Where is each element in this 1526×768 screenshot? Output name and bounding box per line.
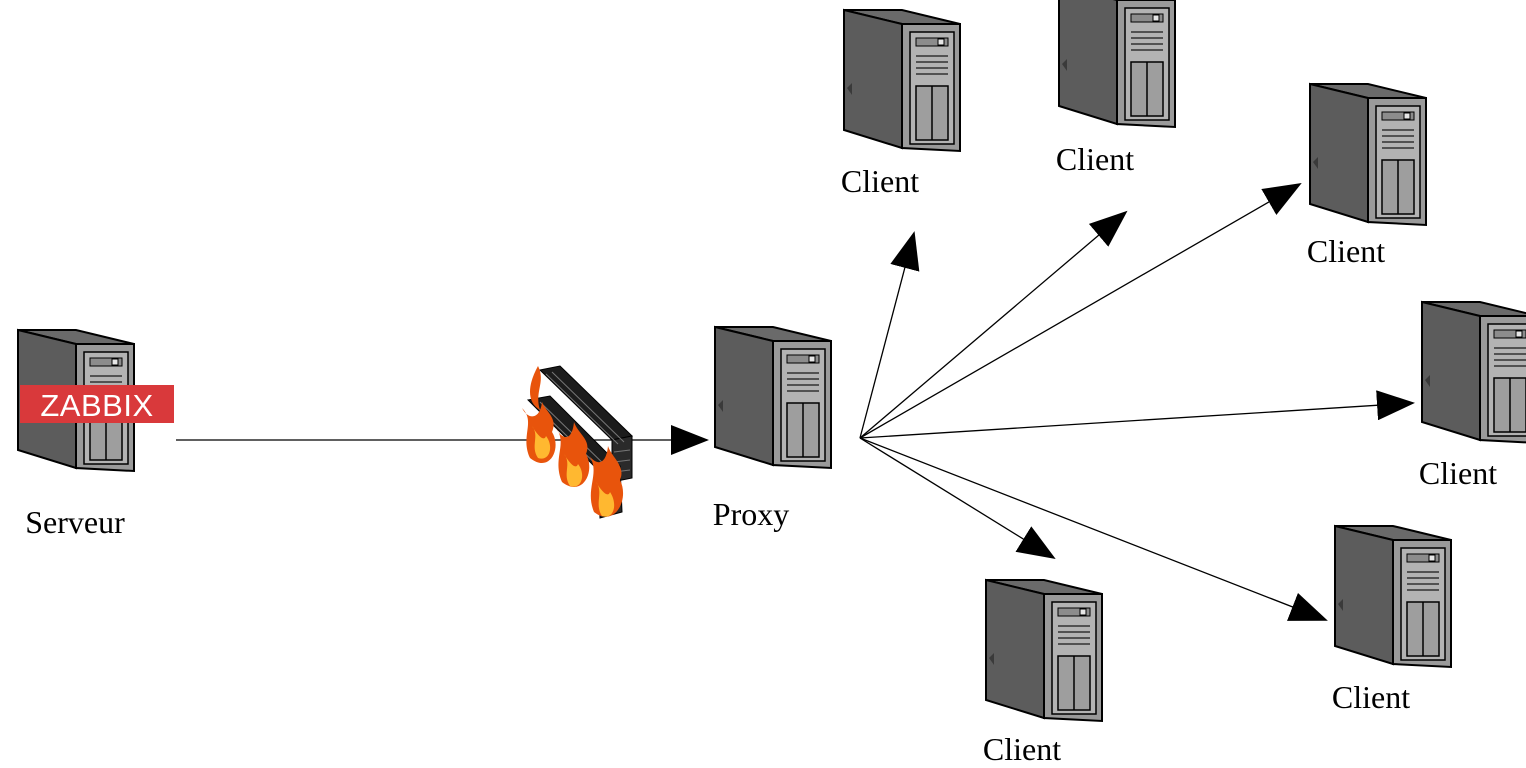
client-label: Client: [1332, 679, 1410, 715]
proxy-to-client-arrow: [859, 210, 1128, 439]
client-node: Client: [1332, 525, 1452, 715]
server-tower-icon: [843, 9, 961, 152]
proxy-node: Proxy: [713, 326, 832, 532]
proxy-to-client-arrow: [859, 437, 1056, 560]
connections: [176, 183, 1415, 621]
server-tower-icon: [1421, 301, 1526, 444]
proxy-to-client-arrow: [859, 437, 1328, 621]
firewall-icon: [522, 365, 634, 519]
client-label: Client: [1307, 233, 1385, 269]
proxy-to-client-arrow: [859, 390, 1415, 439]
client-node: Client: [1056, 0, 1176, 177]
client-label: Client: [841, 163, 919, 199]
client-node: Client: [841, 9, 961, 199]
client-node: Client: [1419, 301, 1526, 491]
client-node: Client: [1307, 83, 1427, 269]
server-tower-icon: [1309, 83, 1427, 226]
proxy-to-client-arrow: [859, 183, 1302, 439]
proxy-to-client-arrow: [859, 231, 920, 439]
server-tower-icon: [1334, 525, 1452, 668]
server-node: ZABBIX Serveur: [17, 329, 174, 540]
server-tower-icon: [714, 326, 832, 469]
client-label: Client: [1056, 141, 1134, 177]
zabbix-badge-text: ZABBIX: [40, 388, 153, 423]
server-label: Serveur: [25, 504, 125, 540]
zabbix-badge: [20, 385, 174, 423]
flame-icon: [522, 366, 624, 517]
server-tower-icon: [1058, 0, 1176, 128]
client-node: Client: [983, 579, 1103, 767]
client-label: Client: [983, 731, 1061, 767]
client-label: Client: [1419, 455, 1497, 491]
server-tower-icon: [985, 579, 1103, 722]
proxy-label: Proxy: [713, 496, 789, 532]
